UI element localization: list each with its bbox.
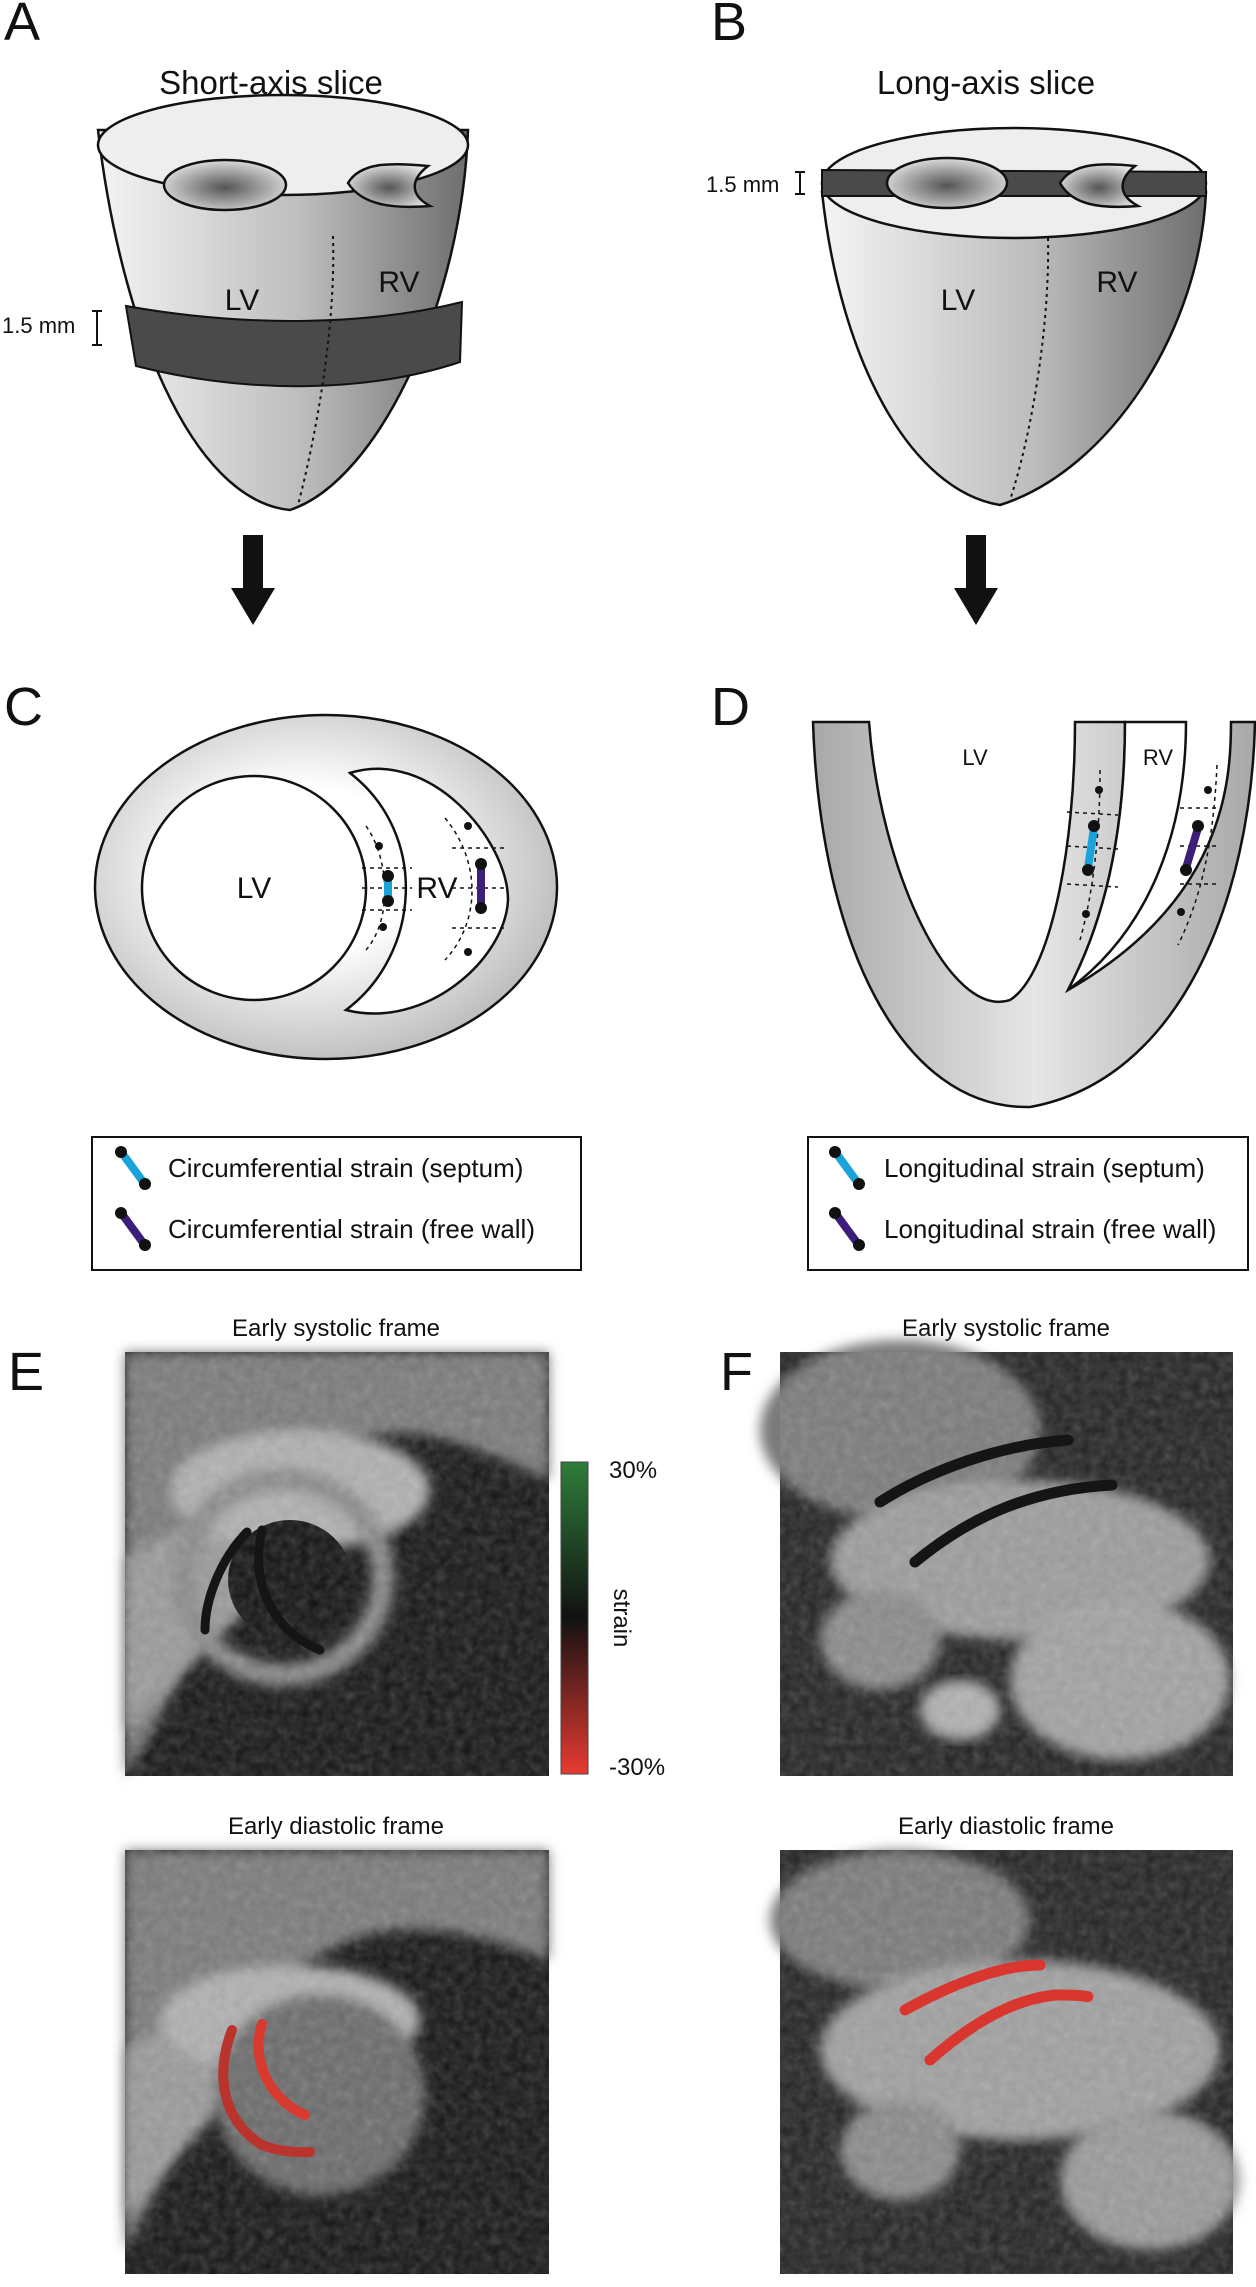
panel-f-top-title: Early systolic frame (902, 1315, 1110, 1342)
legend-left-label-2: Circumferential strain (free wall) (168, 1214, 535, 1244)
freewall-long-strain-seg (1182, 824, 1202, 872)
legend-left: Circumferential strain (septum) Circumfe… (91, 1136, 582, 1271)
panel-e-letter: E (8, 1342, 44, 1402)
long-axis-myocardium (811, 720, 1256, 1109)
septum-long-node-top (1088, 820, 1100, 832)
colorbar-min-label: -30% (609, 1754, 665, 1781)
colorbar-max-label: 30% (609, 1457, 657, 1484)
panel-c-lv-label: LV (237, 872, 271, 905)
lv-cavity-opening (162, 158, 288, 212)
freewall-long-node-bottom (1180, 864, 1192, 876)
arrow-b (954, 535, 998, 625)
legend-right-swatch-2 (832, 1210, 862, 1248)
legend-left-label-1: Circumferential strain (septum) (168, 1153, 523, 1183)
freewall-contour-long-systolic (909, 1479, 1118, 1568)
colorbar-title: strain (608, 1589, 635, 1648)
rv-cavity-opening-b (1058, 163, 1143, 209)
mri-short-axis-systolic (125, 1352, 549, 1776)
panel-d-letter: D (711, 677, 750, 737)
rv-cavity-d (1066, 720, 1188, 992)
legend-left-swatch-1 (118, 1149, 148, 1187)
legend-left-swatch-2 (118, 1210, 148, 1248)
septal-contour-systolic (200, 1527, 252, 1635)
panel-e-top-title: Early systolic frame (232, 1315, 440, 1342)
septal-contour2-diastolic (253, 2019, 310, 2120)
legend-right: Longitudinal strain (septum) Longitudina… (807, 1136, 1249, 1271)
panel-b-letter: B (711, 0, 747, 52)
rv-cavity-opening (346, 162, 435, 209)
septal-line-b (1009, 237, 1050, 501)
septum-long-strain-seg (1084, 824, 1098, 872)
panel-f-letter: F (720, 1342, 753, 1402)
mri-short-axis-diastolic (125, 1850, 549, 2274)
long-axis-slab (821, 168, 1207, 197)
panel-f-bottom-title: Early diastolic frame (898, 1813, 1114, 1840)
septal-contour-diastolic (218, 2025, 315, 2158)
colorbar: 30% -30% strain (560, 1457, 665, 1781)
lv-cavity-opening-b (885, 156, 1009, 210)
panel-a-letter: A (4, 0, 40, 52)
panel-c-rv-label: RV (416, 872, 457, 905)
panel-b-rv-label: RV (1096, 266, 1137, 299)
freewall-circ-node-top (475, 858, 487, 870)
panel-d: D LV RV (711, 677, 1256, 1109)
thickness-bracket-b (795, 171, 805, 195)
panel-d-lv-label: LV (962, 745, 988, 770)
mri-long-axis-diastolic (770, 1850, 1240, 2274)
septal-contour2-systolic (254, 1525, 325, 1655)
panel-a: A Short-axis slice LV RV 1.5 mm (2, 0, 470, 512)
legend-right-label-1: Longitudinal strain (septum) (884, 1153, 1205, 1183)
arrow-a (231, 535, 275, 625)
freewall-long-node-top (1192, 820, 1204, 832)
septal-contour-long-systolic (874, 1434, 1074, 1508)
panel-a-thickness-label: 1.5 mm (2, 313, 75, 338)
panel-b-lv-label: LV (941, 284, 975, 317)
legend-right-swatch-1 (832, 1149, 862, 1187)
septum-circ-node-top (382, 870, 394, 882)
panel-c: C LV RV (4, 677, 559, 1061)
tracking-points-d (1082, 786, 1212, 918)
panel-a-lv-label: LV (225, 284, 259, 317)
panel-e-bottom-title: Early diastolic frame (228, 1813, 444, 1840)
short-axis-slab (124, 300, 464, 388)
thickness-bracket-a (92, 310, 102, 346)
freewall-circ-node-bottom (475, 902, 487, 914)
septum-long-node-bottom (1082, 864, 1094, 876)
panel-b: B Long-axis slice LV RV 1.5 mm (706, 0, 1208, 507)
freewall-contour-long-diastolic (924, 1989, 1096, 2066)
septal-contour-long-diastolic (899, 1959, 1046, 2016)
panel-b-title: Long-axis slice (877, 64, 1095, 101)
panel-b-thickness-label: 1.5 mm (706, 172, 779, 197)
tracking-points-c (375, 822, 472, 956)
panel-c-letter: C (4, 677, 43, 737)
legend-right-label-2: Longitudinal strain (free wall) (884, 1214, 1216, 1244)
panel-a-rv-label: RV (378, 266, 419, 299)
mri-long-axis-systolic (760, 1340, 1233, 1776)
panel-f: F Early systolic frame Early diastolic f… (720, 1315, 1240, 2274)
septal-line-a (297, 235, 335, 506)
septum-circ-node-bottom (382, 895, 394, 907)
colorbar-gradient (560, 1461, 589, 1775)
panel-e: E Early systolic frame 30% -30% strain E… (8, 1315, 665, 2274)
long-axis-heart-body (820, 190, 1208, 507)
panel-d-rv-label: RV (1143, 745, 1173, 770)
